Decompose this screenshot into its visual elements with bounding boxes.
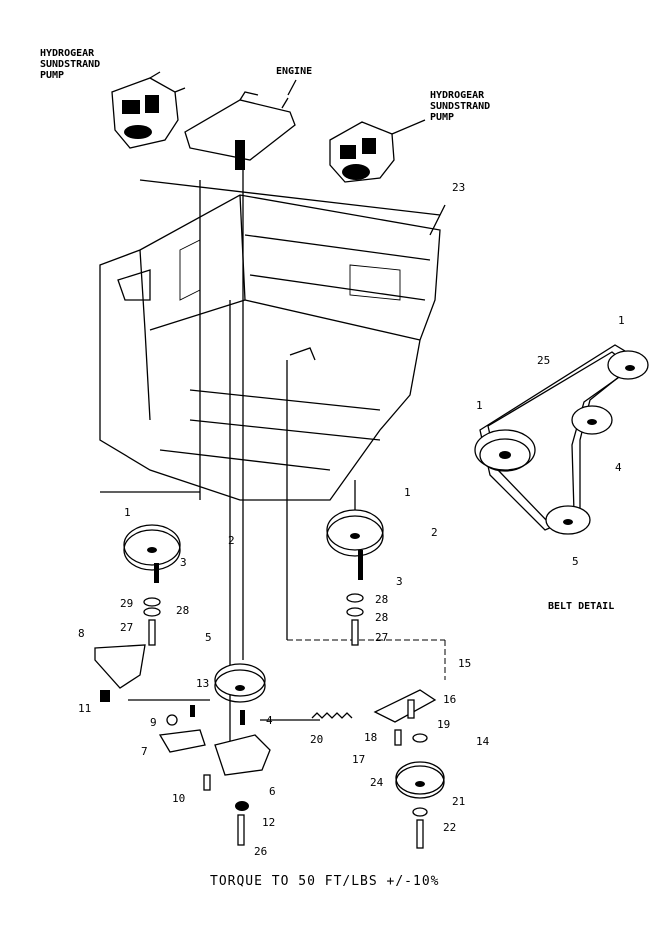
part-number-6: 6	[269, 785, 276, 798]
part-number-2-right: 2	[431, 526, 438, 539]
part-number-5-center: 5	[205, 631, 212, 644]
part-number-16: 16	[443, 693, 457, 706]
pump-left-label-line1: HYDROGEAR	[40, 48, 95, 59]
torque-note: TORQUE TO 50 FT/LBS +/-10%	[210, 874, 440, 889]
part-number-27-right: 27	[375, 631, 389, 644]
part-number-14: 14	[476, 735, 490, 748]
part-number-1-left: 1	[124, 506, 131, 519]
mower-frame	[99, 179, 446, 501]
assembly-lines	[100, 170, 446, 750]
part-number-28-left: 28	[176, 604, 190, 617]
part-number-2-left: 2	[228, 534, 235, 547]
idler-pulley-center	[158, 663, 271, 846]
part-number-18: 18	[364, 731, 378, 744]
part-number-7: 7	[141, 745, 148, 758]
engine-label: ENGINE	[276, 66, 313, 77]
part-number-17: 17	[352, 753, 366, 766]
part-number-28-right-a: 28	[375, 593, 389, 606]
spring-idler-right	[311, 689, 445, 849]
part-number-27-left: 27	[120, 621, 134, 634]
pump-left-label-line3: PUMP	[40, 70, 65, 81]
belt-detail	[474, 344, 649, 535]
part-number-1-detail-top: 1	[618, 314, 625, 327]
part-number-3-right: 3	[396, 575, 403, 588]
part-number-21: 21	[452, 795, 466, 808]
pump-right-label-line1: HYDROGEAR	[430, 90, 485, 101]
engine-mount	[184, 79, 297, 170]
part-number-28-right-b: 28	[375, 611, 389, 624]
part-number-9: 9	[150, 716, 157, 729]
part-number-12: 12	[262, 816, 276, 829]
bracket-left	[94, 644, 146, 702]
hydrogear-pump-left	[111, 71, 186, 149]
part-number-5-detail: 5	[572, 555, 579, 568]
hydrogear-pump-right	[329, 119, 426, 183]
part-number-20: 20	[310, 733, 324, 746]
belt-detail-label: BELT DETAIL	[548, 601, 615, 612]
part-number-10: 10	[172, 792, 186, 805]
part-number-24: 24	[370, 776, 384, 789]
part-number-1-detail-left: 1	[476, 399, 483, 412]
part-number-4-center: 4	[266, 714, 273, 727]
part-number-15: 15	[458, 657, 472, 670]
pulley-left	[123, 524, 181, 646]
part-number-22: 22	[443, 821, 457, 834]
part-number-11: 11	[78, 702, 92, 715]
part-number-1-right: 1	[404, 486, 411, 499]
part-number-29-left: 29	[120, 597, 134, 610]
part-number-4-detail: 4	[615, 461, 622, 474]
pulley-right	[326, 509, 384, 646]
part-number-23: 23	[452, 181, 466, 194]
part-number-19: 19	[437, 718, 451, 731]
part-number-3-left: 3	[180, 556, 187, 569]
pump-left-label-line2: SUNDSTRAND	[40, 59, 101, 70]
part-number-26: 26	[254, 845, 268, 858]
part-number-8: 8	[78, 627, 85, 640]
part-number-25: 25	[537, 354, 551, 367]
part-number-13: 13	[196, 677, 210, 690]
pump-right-label-line3: PUMP	[430, 112, 455, 123]
pump-right-label-line2: SUNDSTRAND	[430, 101, 491, 112]
